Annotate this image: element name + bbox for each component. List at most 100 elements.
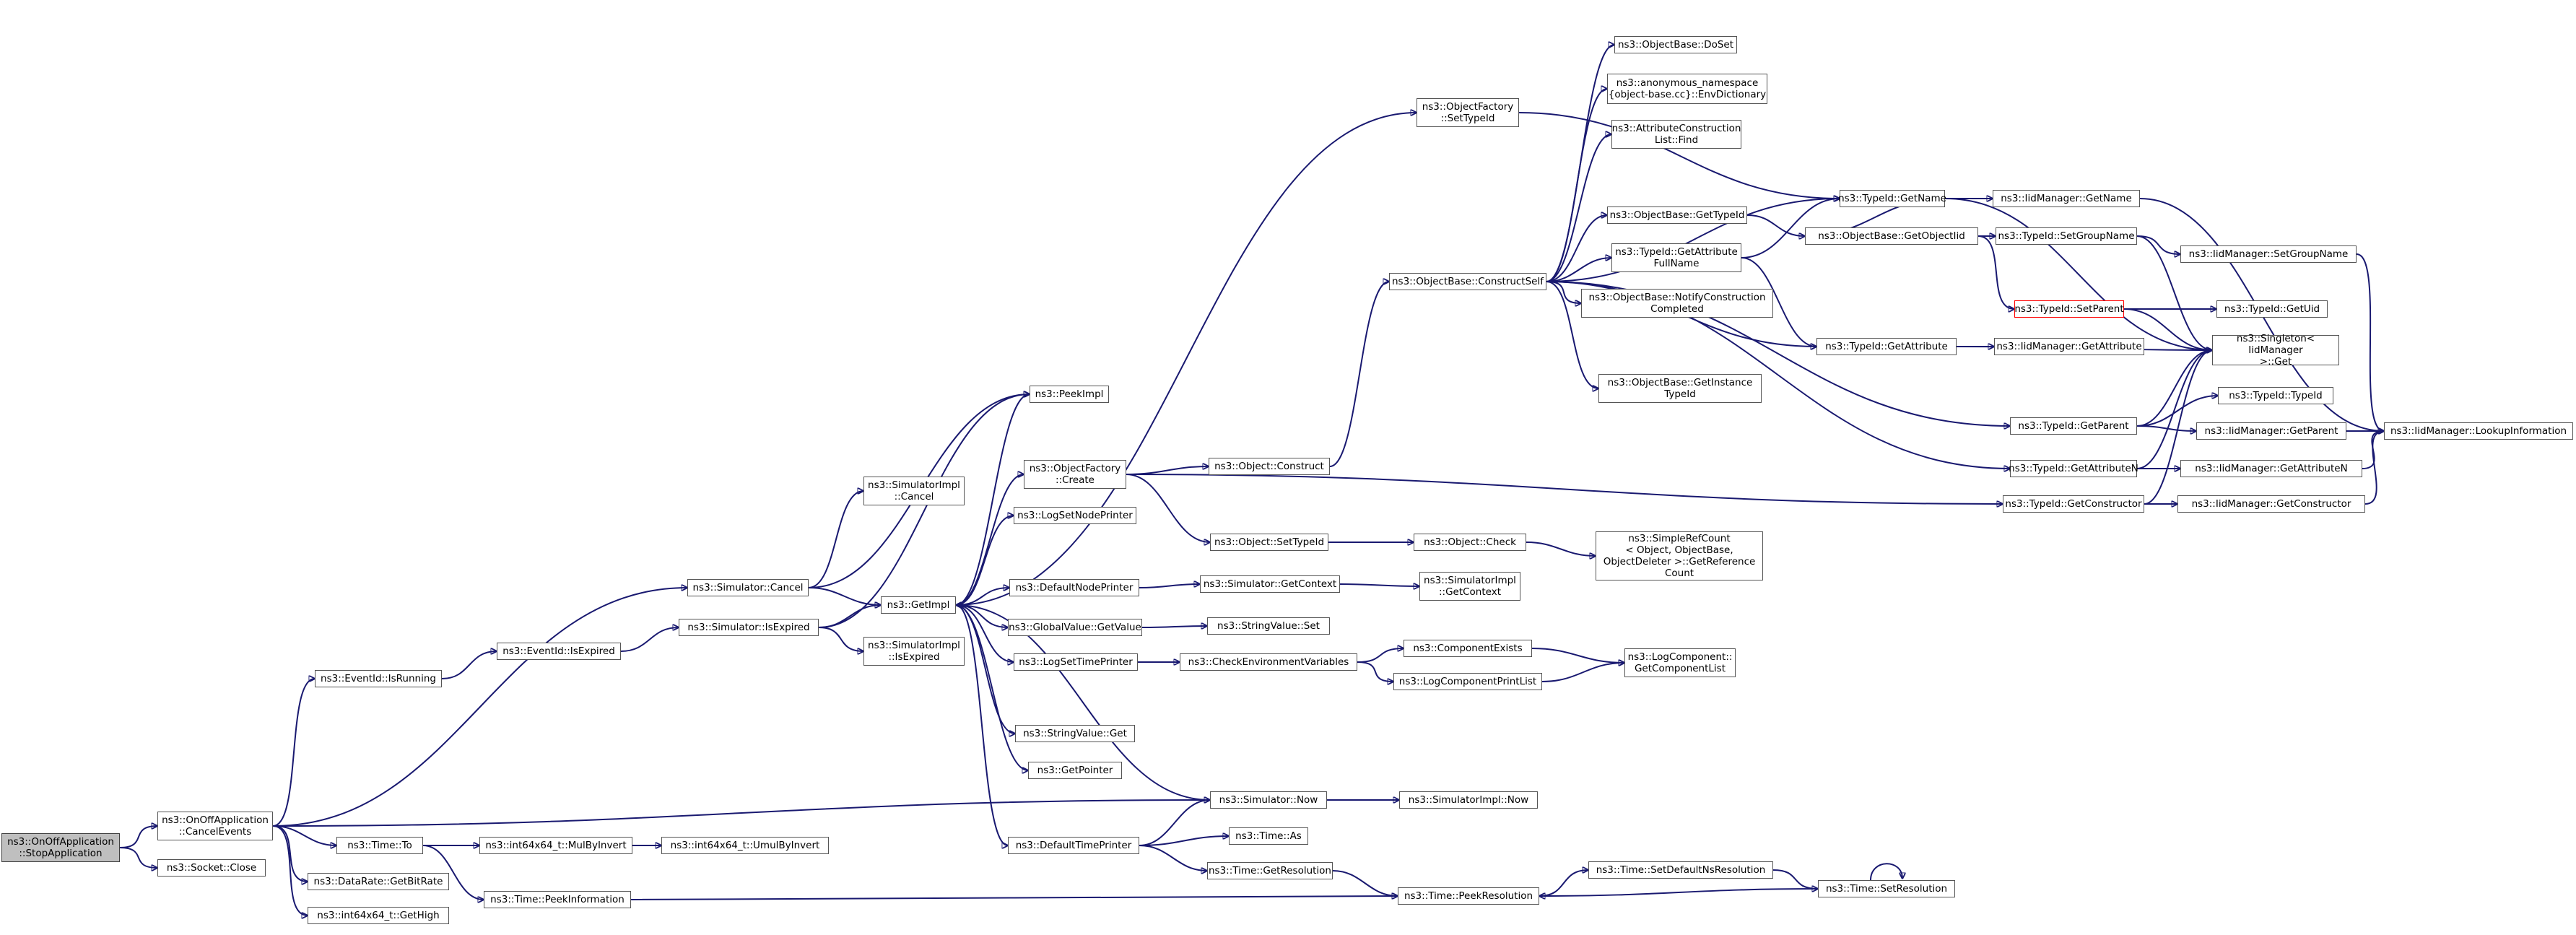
node-timesetres[interactable]: ns3::Time::SetResolution: [1818, 880, 1955, 897]
node-logsettime[interactable]: ns3::LogSetTimePrinter: [1014, 653, 1138, 671]
node-cancelevents[interactable]: ns3::OnOffApplication ::CancelEvents: [157, 812, 273, 840]
node-envdict[interactable]: ns3::anonymous_namespace {object-base.cc…: [1607, 74, 1767, 104]
edge-simgetcontext-to-simimplgetctx: [1339, 584, 1419, 586]
node-stringget[interactable]: ns3::StringValue::Get: [1015, 725, 1135, 742]
node-setgroupname[interactable]: ns3::TypeId::SetGroupName: [1996, 227, 2137, 245]
node-mulbyinvert[interactable]: ns3::int64x64_t::MulByInvert: [479, 837, 632, 854]
node-iidgetparent[interactable]: ns3::IidManager::GetParent: [2196, 422, 2346, 440]
node-datarate[interactable]: ns3::DataRate::GetBitRate: [308, 873, 449, 890]
node-iidgetattrn[interactable]: ns3::IidManager::GetAttributeN: [2180, 460, 2362, 477]
edge-getimpl-to-objfactcreate: [955, 474, 1024, 606]
node-timeto[interactable]: ns3::Time::To: [336, 837, 423, 854]
node-checkenv[interactable]: ns3::CheckEnvironmentVariables: [1180, 653, 1357, 671]
edge-constructself-to-getinstance: [1546, 281, 1598, 388]
node-iidsetgroup[interactable]: ns3::IidManager::SetGroupName: [2180, 245, 2357, 263]
edge-deftimeprinter-to-simnow: [1139, 800, 1210, 846]
node-peekres[interactable]: ns3::Time::PeekResolution: [1398, 887, 1539, 905]
node-peekimpl[interactable]: ns3::PeekImpl: [1030, 386, 1109, 403]
node-getimpl[interactable]: ns3::GetImpl: [881, 596, 956, 614]
edge-getimpl-to-getpointer: [955, 604, 1028, 770]
node-simisexpired[interactable]: ns3::Simulator::IsExpired: [679, 619, 819, 636]
node-compexists[interactable]: ns3::ComponentExists: [1404, 640, 1532, 657]
node-simplerefcount[interactable]: ns3::SimpleRefCount < Object, ObjectBase…: [1596, 531, 1763, 580]
node-objfactsettypeid[interactable]: ns3::ObjectFactory ::SetTypeId: [1417, 98, 1519, 127]
node-typeidgetctor[interactable]: ns3::TypeId::GetConstructor: [2003, 495, 2144, 513]
node-getcomplist[interactable]: ns3::LogComponent:: GetComponentList: [1624, 648, 1736, 677]
edge-checkenv-to-compprintlist: [1357, 661, 1393, 682]
node-int64high[interactable]: ns3::int64x64_t::GetHigh: [308, 907, 449, 924]
node-singleton[interactable]: ns3::Singleton< IidManager >::Get: [2212, 333, 2339, 368]
node-stringset[interactable]: ns3::StringValue::Set: [1207, 617, 1330, 635]
edge-timesetres-to-peekres: [1539, 888, 1819, 896]
edge-setparent-to-singleton: [2123, 308, 2212, 350]
node-getobjectiid[interactable]: ns3::ObjectBase::GetObjectIid: [1805, 227, 1978, 245]
edge-compexists-to-getcomplist: [1531, 648, 1624, 663]
node-peekinfo[interactable]: ns3::Time::PeekInformation: [484, 891, 631, 908]
edge-simcancel-to-getimpl: [808, 587, 881, 605]
edge-typeidgetparent-to-iidgetparent: [2136, 425, 2196, 431]
node-constructself[interactable]: ns3::ObjectBase::ConstructSelf: [1389, 273, 1546, 290]
node-setdefaultres[interactable]: ns3::Time::SetDefaultNsResolution: [1588, 861, 1773, 879]
node-typeidgetuid[interactable]: ns3::TypeId::GetUid: [2216, 300, 2328, 318]
edge-eventidrunning-to-eventidexpired: [441, 651, 497, 679]
node-objfactcreate[interactable]: ns3::ObjectFactory ::Create: [1024, 460, 1126, 489]
edge-peekres-to-setdefaultres: [1539, 870, 1588, 897]
node-iidgetattr[interactable]: ns3::IidManager::GetAttribute: [1994, 338, 2144, 355]
node-iidgetname[interactable]: ns3::IidManager::GetName: [1993, 190, 2140, 207]
edge-compprintlist-to-getcomplist: [1541, 663, 1624, 682]
node-simimplgetctx[interactable]: ns3::SimulatorImpl ::GetContext: [1419, 572, 1520, 601]
node-typeidgetattrn[interactable]: ns3::TypeId::GetAttributeN: [2009, 460, 2138, 477]
node-defnodeprinter[interactable]: ns3::DefaultNodePrinter: [1009, 579, 1139, 596]
node-eventidexpired[interactable]: ns3::EventId::IsExpired: [497, 643, 621, 660]
edge-simnow-to-getimpl: [956, 605, 1211, 801]
node-timeas[interactable]: ns3::Time::As: [1229, 827, 1308, 845]
node-obgettypeid[interactable]: ns3::ObjectBase::GetTypeId: [1607, 206, 1747, 224]
node-eventidrunning[interactable]: ns3::EventId::IsRunning: [315, 670, 442, 687]
node-setparent[interactable]: ns3::TypeId::SetParent: [2014, 300, 2124, 318]
node-simimplexpired[interactable]: ns3::SimulatorImpl ::IsExpired: [863, 637, 965, 666]
edge-deftimeprinter-to-timegetres: [1139, 845, 1207, 871]
node-simimplnow[interactable]: ns3::SimulatorImpl::Now: [1399, 791, 1538, 809]
edge-setdefaultres-to-timesetres: [1772, 869, 1818, 889]
node-getpointer[interactable]: ns3::GetPointer: [1028, 762, 1122, 779]
node-logsetnode[interactable]: ns3::LogSetNodePrinter: [1014, 507, 1136, 524]
node-doset[interactable]: ns3::ObjectBase::DoSet: [1614, 36, 1737, 53]
node-globalvalue[interactable]: ns3::GlobalValue::GetValue: [1008, 619, 1142, 636]
node-notifyconst[interactable]: ns3::ObjectBase::NotifyConstruction Comp…: [1581, 289, 1773, 318]
edge-getimpl-to-logsettime: [955, 604, 1014, 662]
edge-constructself-to-typeidgetname: [1546, 199, 1840, 282]
edge-typeidgetctor-to-singleton: [2144, 350, 2212, 505]
node-attrconstruct[interactable]: ns3::AttributeConstruction List::Find: [1611, 120, 1741, 149]
node-typeidtypeid[interactable]: ns3::TypeId::TypeId: [2218, 387, 2333, 404]
node-deftimeprinter[interactable]: ns3::DefaultTimePrinter: [1008, 837, 1139, 854]
node-typeidgetattr[interactable]: ns3::TypeId::GetAttribute: [1816, 338, 1957, 355]
edge-deftimeprinter-to-timeas: [1139, 836, 1229, 846]
edge-simcancel-to-simimplcancel: [808, 491, 863, 588]
edge-cancelevents-to-simnow: [272, 800, 1210, 827]
node-simgetcontext[interactable]: ns3::Simulator::GetContext: [1200, 575, 1340, 593]
node-iidgetctor[interactable]: ns3::IidManager::GetConstructor: [2177, 495, 2365, 513]
node-objsettypeid[interactable]: ns3::Object::SetTypeId: [1210, 534, 1328, 551]
node-objconstruct[interactable]: ns3::Object::Construct: [1209, 458, 1330, 475]
node-simimplcancel[interactable]: ns3::SimulatorImpl ::Cancel: [863, 477, 965, 505]
node-typeidgetname[interactable]: ns3::TypeId::GetName: [1838, 190, 1946, 207]
edge-getimpl-to-logsetnode: [955, 516, 1014, 606]
edge-stopapp-to-cancelevents: [119, 826, 157, 848]
edge-constructself-to-obgettypeid: [1546, 215, 1607, 282]
node-simcancel[interactable]: ns3::Simulator::Cancel: [687, 579, 809, 596]
edge-checkenv-to-compexists: [1357, 648, 1404, 663]
node-attrfullname[interactable]: ns3::TypeId::GetAttribute FullName: [1611, 243, 1741, 272]
edge-globalvalue-to-stringset: [1141, 626, 1207, 627]
node-typeidgetparent[interactable]: ns3::TypeId::GetParent: [2010, 417, 2137, 435]
node-objcheck[interactable]: ns3::Object::Check: [1414, 534, 1526, 551]
node-getinstance[interactable]: ns3::ObjectBase::GetInstance TypeId: [1598, 374, 1762, 403]
node-umulbyinvert[interactable]: ns3::int64x64_t::UmulByInvert: [661, 837, 829, 854]
edge-objcheck-to-simplerefcount: [1526, 542, 1596, 556]
node-simnow[interactable]: ns3::Simulator::Now: [1210, 791, 1327, 809]
node-lookupinfo[interactable]: ns3::IidManager::LookupInformation: [2384, 422, 2573, 440]
node-timegetres[interactable]: ns3::Time::GetResolution: [1207, 862, 1333, 879]
edge-timegetres-to-peekres: [1332, 870, 1398, 896]
node-compprintlist[interactable]: ns3::LogComponentPrintList: [1393, 673, 1542, 690]
node-socketclose[interactable]: ns3::Socket::Close: [157, 859, 266, 877]
